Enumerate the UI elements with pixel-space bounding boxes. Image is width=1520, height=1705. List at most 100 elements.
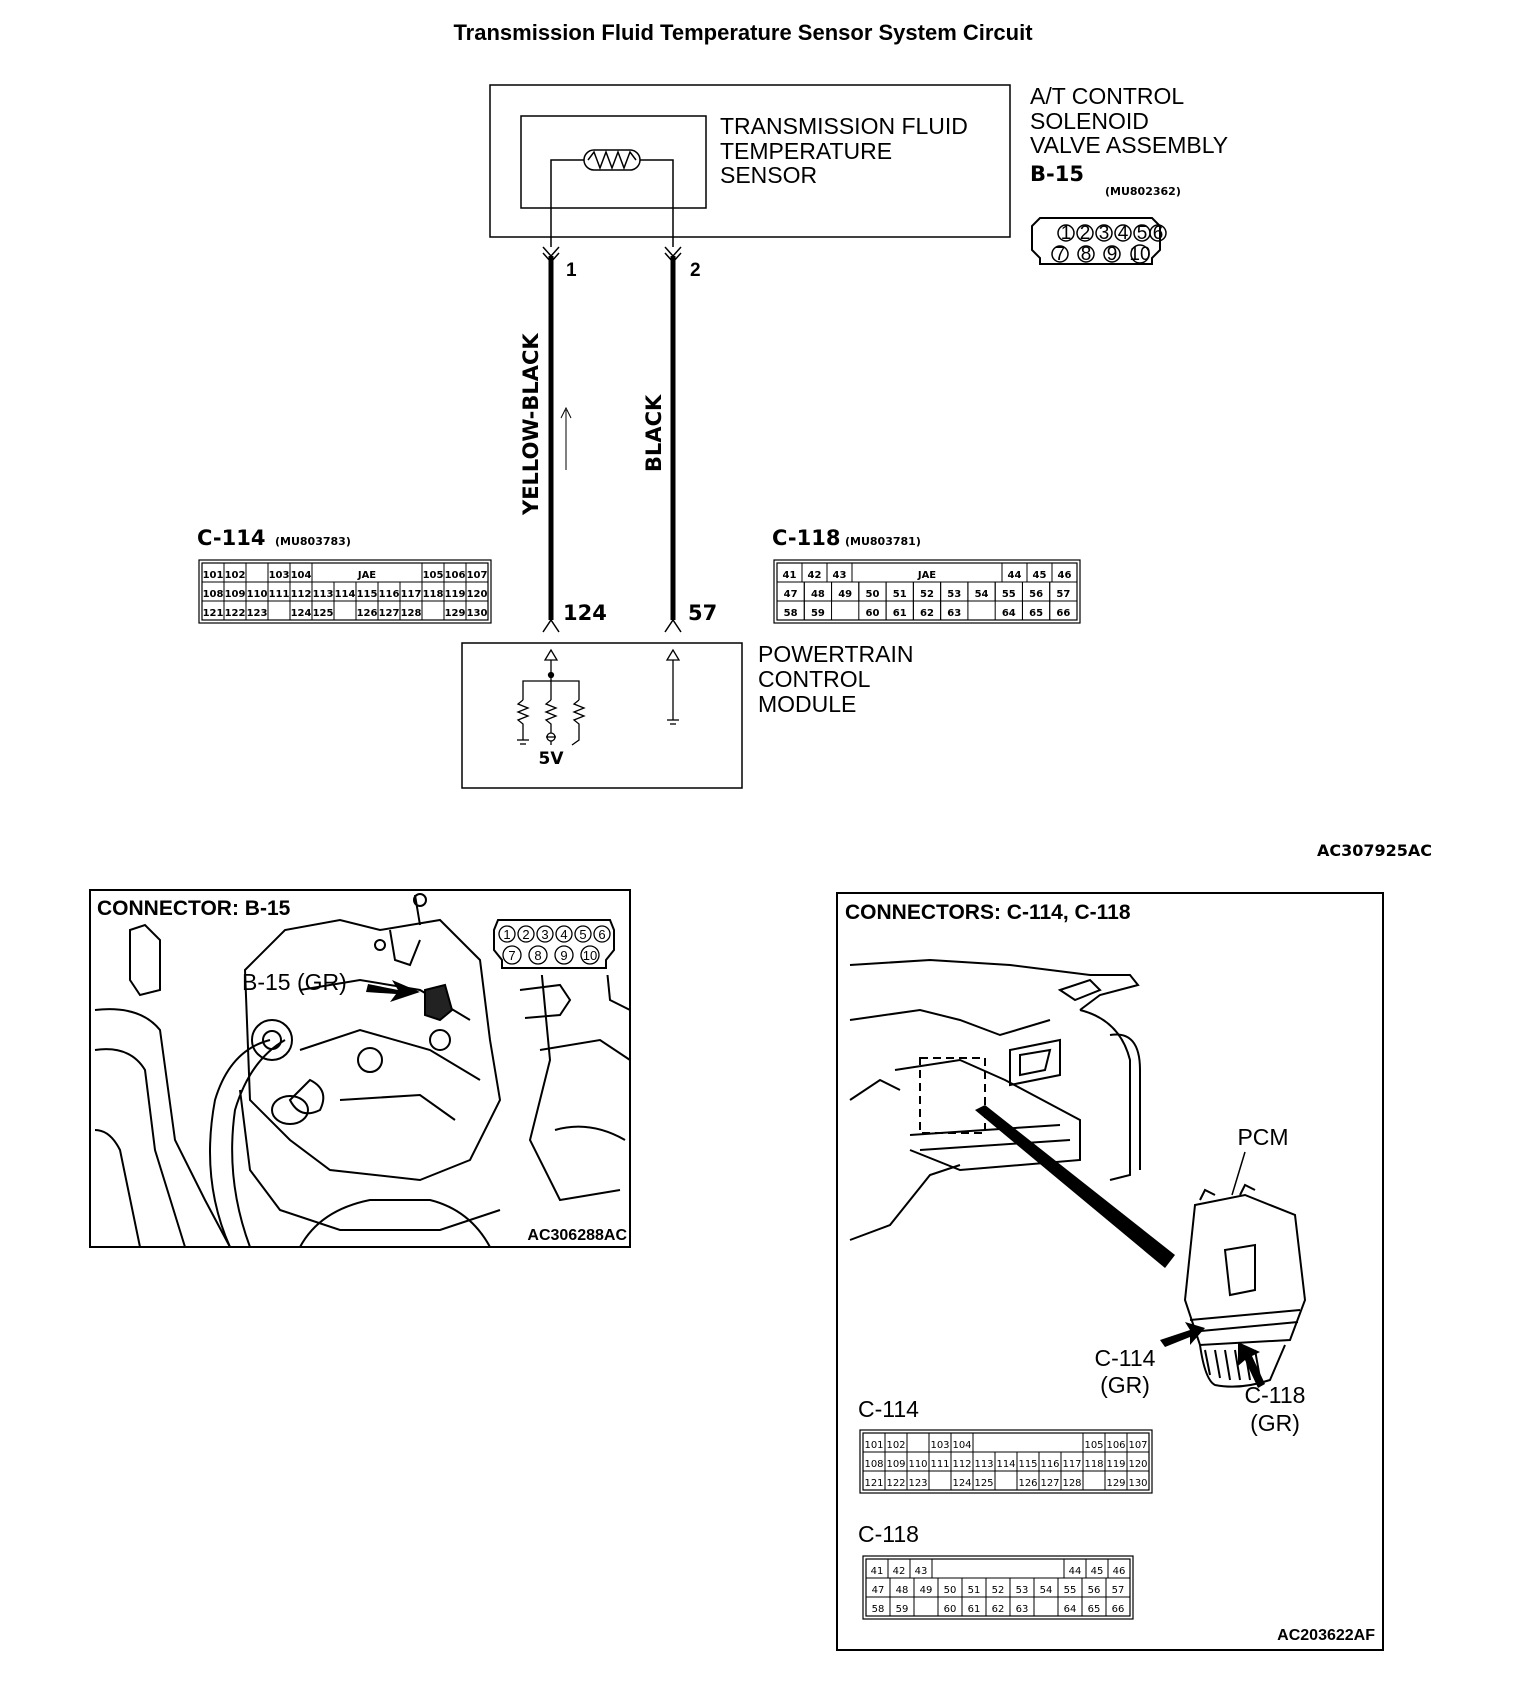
- wire-left-pin-bottom: 124: [563, 601, 607, 625]
- pcm-internal-circuit: [516, 648, 681, 746]
- mini-pin-circle: [574, 925, 592, 943]
- photo-c114-c118-heading: CONNECTORS: C-114, C-118: [845, 901, 1131, 924]
- photo-c114-pin: 129: [1106, 1478, 1125, 1489]
- photo-c118-callout-1: C-118: [1245, 1382, 1306, 1408]
- c114-pin: 101: [203, 570, 224, 581]
- photo-c114-pin: 126: [1018, 1478, 1037, 1489]
- assembly-label-line2: SOLENOID: [1030, 108, 1149, 134]
- mini-pin-circle: [536, 925, 554, 943]
- c114-pin: 126: [357, 608, 378, 619]
- photo-c114-pin: 127: [1040, 1478, 1059, 1489]
- c118-pin: 60: [865, 608, 879, 619]
- photo-c114-pin: 104: [952, 1440, 971, 1451]
- c118-pin: 52: [920, 589, 934, 600]
- photo-c114-pin: 121: [864, 1478, 883, 1489]
- c118-label-box: [851, 562, 1003, 583]
- photo-b15-heading: CONNECTOR: B-15: [97, 897, 291, 920]
- photo-c114-outer: [859, 1429, 1153, 1494]
- photo-c114-c118-code: AC203622AF: [1277, 1627, 1375, 1644]
- photo-c118-outer: [862, 1555, 1134, 1620]
- c118-pin: 64: [1002, 608, 1016, 619]
- assembly-label-line1: A/T CONTROL: [1030, 83, 1184, 109]
- photo-c118-pin: 48: [896, 1585, 909, 1596]
- photo-c118-pin: 63: [1016, 1604, 1029, 1615]
- c114-pin: 104: [291, 570, 312, 581]
- photo-c114-pin: 110: [908, 1459, 927, 1470]
- photo-c114-pin: 109: [886, 1459, 905, 1470]
- photo-c114-cell: [1126, 1470, 1150, 1491]
- c118-pin: 56: [1029, 589, 1043, 600]
- callout-arrow-icon: [366, 980, 420, 1002]
- c118-pin: 45: [1033, 570, 1047, 581]
- wire-right: [664, 246, 682, 633]
- photo-c114-pin: 119: [1106, 1459, 1125, 1470]
- c118-id: C-118: [772, 526, 840, 550]
- photo-c118-cell: [1105, 1596, 1131, 1617]
- photo-c118-gap-box: [931, 1558, 1065, 1579]
- c114-pin: 109: [225, 589, 246, 600]
- c114-pin: 112: [291, 589, 312, 600]
- photo-c118-pin: 45: [1091, 1566, 1104, 1577]
- c118-pin: 50: [865, 589, 879, 600]
- photo-c114-pin: 116: [1040, 1459, 1059, 1470]
- c114-pin: 117: [401, 589, 422, 600]
- photo-c114-cell: [1060, 1470, 1084, 1491]
- photo-c114-c118: CONNECTORS: C-114, C-118: [836, 892, 1384, 1651]
- b15-pin: 10: [1129, 244, 1150, 265]
- mini-pin: 5: [579, 927, 586, 942]
- photo-c114-title: C-114: [858, 1396, 919, 1422]
- c118-pin: 61: [893, 608, 907, 619]
- c114-id: C-114: [197, 526, 265, 550]
- c118-pin: 51: [893, 589, 907, 600]
- mini-pin: 6: [598, 927, 605, 942]
- photo-c118-pin: 64: [1064, 1604, 1077, 1615]
- c114-pin: 121: [203, 608, 224, 619]
- mini-pin-circle: [593, 925, 611, 943]
- b15-connector-id: B-15: [1030, 162, 1084, 186]
- photo-c114-pin: 101: [864, 1440, 883, 1451]
- photo-c114-pin: 108: [864, 1459, 883, 1470]
- photo-c114-pin: 113: [974, 1459, 993, 1470]
- engine-bay-illustration: [94, 893, 631, 1248]
- photo-c114-pin: 128: [1062, 1478, 1081, 1489]
- photo-c118-pin: 54: [1040, 1585, 1053, 1596]
- c114-pin: 108: [203, 589, 224, 600]
- c114-arrow-icon: [1160, 1322, 1205, 1347]
- pcm-label-line2: CONTROL: [758, 666, 871, 692]
- wire-right-pin-bottom: 57: [688, 601, 717, 625]
- c118-label: JAE: [917, 570, 936, 581]
- c118-pin: 46: [1058, 570, 1072, 581]
- pcm-box: [461, 642, 743, 789]
- photo-c118-pin: 59: [896, 1604, 909, 1615]
- photo-c118-callout-2: (GR): [1250, 1410, 1300, 1436]
- pcm-label-line1: POWERTRAIN: [758, 641, 913, 667]
- c114-label: JAE: [357, 570, 376, 581]
- c114-pin: 128: [401, 608, 422, 619]
- c114-pin: 107: [467, 570, 488, 581]
- photo-c114-cell: [972, 1470, 996, 1491]
- c114-label-box: [311, 562, 423, 583]
- b15-connector-face: 1 2 3 4 5 6 7 8 9 10: [1031, 217, 1167, 265]
- mini-pin-circle: [498, 925, 516, 943]
- photo-c114-pin: 123: [908, 1478, 927, 1489]
- sensor-box: [520, 115, 707, 209]
- wire-left: [542, 246, 572, 633]
- c114-pin: 125: [313, 608, 334, 619]
- photo-c118-pin: 58: [872, 1604, 885, 1615]
- photo-c118-pin: 44: [1069, 1566, 1082, 1577]
- photo-c114-callout-2: (GR): [1100, 1372, 1150, 1398]
- c118-cell: [803, 600, 833, 621]
- c114-pin: 103: [269, 570, 290, 581]
- wire-left-color: YELLOW-BLACK: [519, 333, 543, 516]
- mini-pin-circle: [555, 925, 573, 943]
- b15-pin: 1: [1061, 223, 1072, 244]
- photo-c114-cell: [906, 1470, 930, 1491]
- c114-pin: 130: [467, 608, 488, 619]
- mini-pin: 3: [541, 927, 548, 942]
- c118-pin: 47: [784, 589, 798, 600]
- c114-outer: [198, 559, 492, 624]
- c114-pin: 120: [467, 589, 488, 600]
